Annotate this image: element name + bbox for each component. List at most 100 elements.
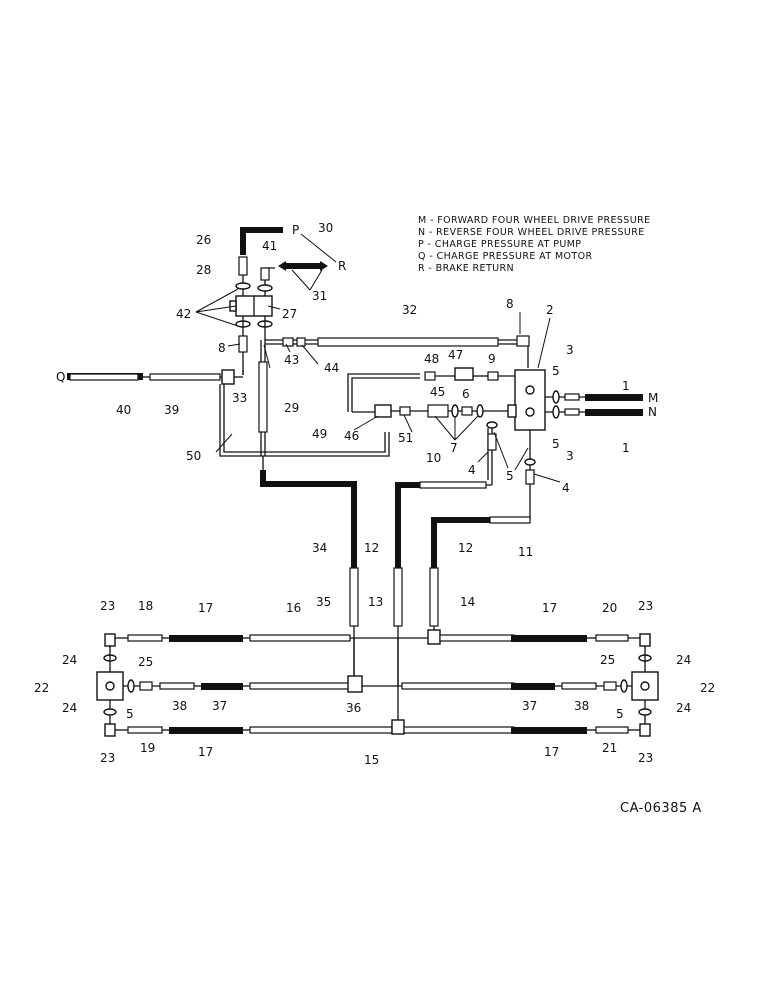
- callout-41: 41: [262, 239, 277, 253]
- callout-5-top: 5: [552, 364, 560, 378]
- callout-24-tl: 24: [62, 653, 77, 667]
- callout-25-left: 25: [138, 655, 153, 669]
- fitting-43: [282, 337, 294, 347]
- callout-5-lower: 5: [506, 469, 514, 483]
- valve-47: [454, 367, 474, 381]
- callout-45: 45: [430, 385, 445, 399]
- hose-40-body: [69, 373, 139, 381]
- pressure-letters: P R Q M N: [56, 223, 658, 419]
- callout-28: 28: [196, 263, 211, 277]
- hose-end-30b: [320, 261, 328, 271]
- letter-r: R: [338, 259, 346, 273]
- tube-21: [595, 726, 629, 734]
- callout-51: 51: [398, 431, 413, 445]
- tee-46: [374, 404, 392, 418]
- elbow-8-right: [516, 335, 530, 347]
- tube-14: [429, 567, 439, 627]
- callout-2: 2: [546, 303, 554, 317]
- callout-47: 47: [448, 348, 463, 362]
- callout-12-right: 12: [458, 541, 473, 555]
- letter-p: P: [292, 223, 299, 237]
- tube-15: [249, 726, 393, 734]
- callout-6: 6: [462, 387, 470, 401]
- hose-17-br: [511, 727, 587, 734]
- callout-26: 26: [196, 233, 211, 247]
- letter-q: Q: [56, 370, 65, 384]
- callout-25-right: 25: [600, 653, 615, 667]
- callout-23-tr: 23: [638, 599, 653, 613]
- callout-32: 32: [402, 303, 417, 317]
- callout-4-left: 4: [468, 463, 476, 477]
- hose-26: [240, 227, 283, 255]
- callout-17-bl: 17: [198, 745, 213, 759]
- legend-line-r: R - BRAKE RETURN: [418, 263, 514, 274]
- callout-29: 29: [284, 401, 299, 415]
- fitting-6: [461, 406, 473, 416]
- upper-assembly: [67, 227, 643, 568]
- callout-34: 34: [312, 541, 327, 555]
- fitting-9: [487, 371, 499, 381]
- callout-24-bl: 24: [62, 701, 77, 715]
- callout-38-right: 38: [574, 699, 589, 713]
- callout-8-right: 8: [506, 297, 514, 311]
- tee-14: [427, 629, 441, 645]
- hose-17-bl: [169, 727, 243, 734]
- tube-11: [489, 516, 531, 524]
- callout-17-tr: 17: [542, 601, 557, 615]
- fitting-4-left: [487, 433, 497, 451]
- callout-23-br: 23: [638, 751, 653, 765]
- legend-line-p: P - CHARGE PRESSURE AT PUMP: [418, 239, 581, 250]
- fitting-4-right: [525, 469, 535, 485]
- elbow-23-bl: [104, 723, 116, 737]
- callout-43: 43: [284, 353, 299, 367]
- callout-33: 33: [232, 391, 247, 405]
- callout-36: 36: [346, 701, 361, 715]
- valve-2: [514, 369, 546, 431]
- hose-end-30a: [278, 261, 286, 271]
- tube-38-right: [561, 682, 597, 690]
- fitting-44: [296, 337, 306, 347]
- tee-13: [391, 719, 405, 735]
- o-ring-42a: [235, 282, 251, 290]
- callout-11: 11: [518, 545, 533, 559]
- callout-22-right: 22: [700, 681, 715, 695]
- tube-13: [393, 567, 403, 627]
- tube-18: [127, 634, 163, 642]
- tube-35: [349, 567, 359, 627]
- leader-lines: [195, 233, 561, 483]
- tube-20: [595, 634, 629, 642]
- callout-24-tr: 24: [676, 653, 691, 667]
- fitting-51: [399, 406, 411, 416]
- callout-8-left: 8: [218, 341, 226, 355]
- elbow-23-br: [639, 723, 651, 737]
- callout-49: 49: [312, 427, 327, 441]
- callout-18: 18: [138, 599, 153, 613]
- fitting-28: [238, 256, 248, 276]
- callout-23-tl: 23: [100, 599, 115, 613]
- tube-33: [258, 361, 268, 433]
- letter-n: N: [648, 405, 657, 419]
- legend-line-m: M - FORWARD FOUR WHEEL DRIVE PRESSURE: [418, 215, 651, 226]
- callout-38-left: 38: [172, 699, 187, 713]
- tube-middle-right: [401, 682, 515, 690]
- tee-36: [347, 675, 363, 693]
- callout-3-bottom: 3: [566, 449, 574, 463]
- legend: M - FORWARD FOUR WHEEL DRIVE PRESSURE N …: [418, 215, 651, 274]
- callout-39: 39: [164, 403, 179, 417]
- fitting-25-right: [603, 681, 617, 691]
- tee-39: [221, 369, 235, 385]
- elbow-23-tl: [104, 633, 116, 647]
- hose-1-n: [585, 409, 643, 416]
- callout-4-right: 4: [562, 481, 570, 495]
- callout-21: 21: [602, 741, 617, 755]
- tube-middle-left: [249, 682, 351, 690]
- callout-19: 19: [140, 741, 155, 755]
- callout-22-left: 22: [34, 681, 49, 695]
- callout-50: 50: [186, 449, 201, 463]
- fitting-25-left: [139, 681, 153, 691]
- tube-32: [317, 337, 499, 347]
- callout-numbers: 26 41 30 28 31 42 27 32 8 2 8 3 1 48 47 …: [34, 221, 715, 767]
- elbow-23-tr: [639, 633, 651, 647]
- callout-9: 9: [488, 352, 496, 366]
